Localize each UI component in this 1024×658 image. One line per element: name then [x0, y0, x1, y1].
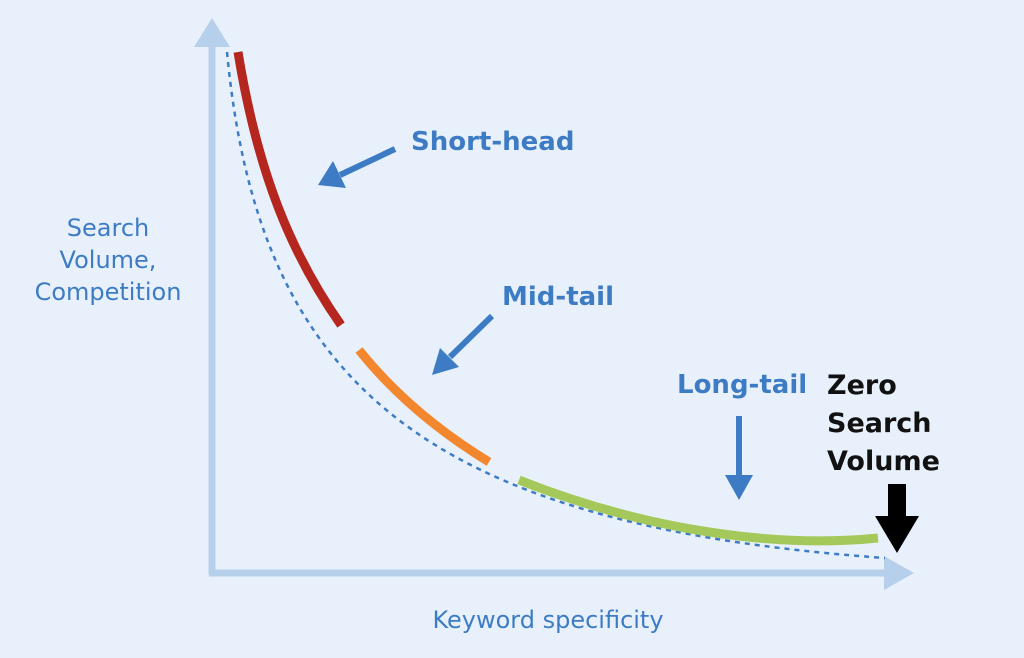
mid-tail-label: Mid-tail: [502, 282, 614, 312]
x-axis-label: Keyword specificity: [432, 606, 663, 634]
y-axis-label-line1: Search: [67, 214, 149, 242]
short-head-label: Short-head: [411, 127, 574, 157]
long-tail-label: Long-tail: [677, 370, 807, 400]
y-axis-arrowhead: [194, 18, 230, 47]
x-axis-arrowhead: [884, 556, 914, 590]
mid-tail-segment: [355, 347, 492, 466]
mid-tail-arrow-shaft: [447, 313, 495, 360]
long-tail-segment: [517, 475, 879, 546]
dotted-curve: [225, 51, 886, 560]
y-axis-label-line2: Volume,: [60, 246, 157, 274]
zero-label-line3: Volume: [827, 446, 940, 477]
short-head-segment: [233, 51, 345, 328]
zero-label-line2: Search: [827, 408, 932, 439]
zero-volume-arrowhead: [875, 516, 919, 553]
long-tail-arrowhead: [725, 475, 753, 500]
y-axis-label-line3: Competition: [35, 278, 182, 306]
short-head-arrowhead: [318, 161, 346, 188]
zero-label-line1: Zero: [827, 370, 897, 401]
short-head-arrow-shaft: [338, 146, 397, 178]
mid-tail-arrowhead: [432, 348, 459, 375]
zero-volume-arrow-shaft: [888, 484, 906, 520]
